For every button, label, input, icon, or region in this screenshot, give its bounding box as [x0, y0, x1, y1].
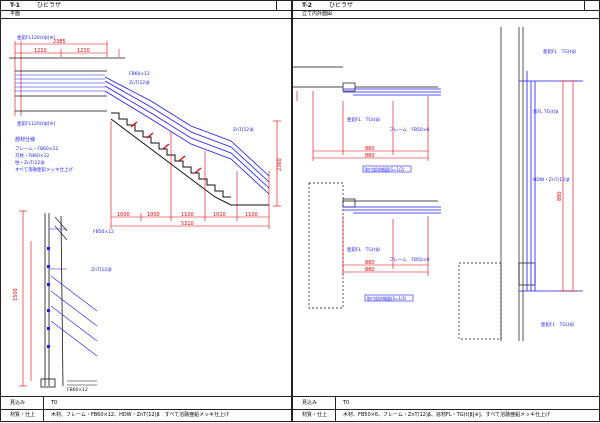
- lower-elevation-frame: [40, 213, 64, 388]
- bottom-dimension-chain: [110, 121, 270, 229]
- elevation-bolts: [47, 247, 50, 348]
- sheet-code: T-2: [302, 2, 312, 9]
- footer-label-1: 見込み: [10, 400, 26, 406]
- right-vertical-dims: [559, 80, 577, 292]
- lower-section-frame: [343, 206, 441, 214]
- right-wall-section: [458, 27, 536, 341]
- footer-value-1: T0: [343, 400, 350, 406]
- dim-bottom-2: 1000: [147, 212, 160, 218]
- note-bottom-1: 亜鉛FL120(t)β[※]: [17, 120, 55, 127]
- elev-note-3: FB60×12: [67, 387, 88, 393]
- stair-stringer: [110, 112, 269, 206]
- parts-4: すべて溶融亜鉛メッキ仕上げ: [15, 166, 74, 173]
- callout-right-top: 亜鉛FL TG(t)β: [543, 48, 576, 55]
- note-top-1: 亜鉛FL120(t)β[※]: [17, 34, 55, 41]
- dim-section-b: 880: [365, 260, 375, 266]
- right-header: T-2 ひビラザ: [293, 1, 599, 11]
- left-header: T-1 ひビラザ: [1, 1, 291, 11]
- callout-b-upper: フレーム FB50×6: [389, 127, 430, 133]
- left-sheet-panel: T-1 ひビラザ 平面 2385 1210 1210: [0, 0, 292, 422]
- parts-1: フレーム・FB60×12: [15, 146, 58, 152]
- dim-bottom-total: 5310: [181, 221, 194, 227]
- callout-a-upper: 亜鉛FL TG(t)β: [347, 116, 380, 123]
- window-section-drawing: 880 880 取付部詳細図(S=1/2) 880: [293, 27, 583, 341]
- top-dimension-chain: [14, 41, 120, 116]
- dim-bottom-1: 1000: [117, 212, 130, 218]
- elev-note-1: FB50×12: [93, 229, 114, 235]
- upper-section-dims: [296, 91, 429, 161]
- left-subheader: 平面: [1, 10, 291, 19]
- stamp-box-1: [362, 165, 412, 173]
- dim-right-v: 2360: [277, 158, 283, 171]
- right-footer: 見込み T0 材質・仕上 木材、FB50×6、フレーム・ZnT(12)β、窓材F…: [293, 396, 599, 421]
- parts-head: 部材仕様: [15, 136, 35, 143]
- sheet-code: T-1: [10, 2, 20, 9]
- footer-value-2: 木材、フレーム・FB60×12、HDW・ZnT(12)β すべて溶融亜鉛メッキ仕…: [51, 412, 230, 418]
- dim-section-b2: 880: [365, 267, 375, 273]
- sheet-title: ひビラザ: [37, 2, 62, 9]
- callout-right-bottom: 亜鉛FL TG(t)β: [541, 321, 574, 328]
- right-vertical-dim: [273, 120, 281, 207]
- note-rail-2: ZnT(12)β: [129, 80, 150, 86]
- dim-bottom-5: 1100: [245, 212, 258, 218]
- right-subheader: 立て内外面図: [293, 10, 599, 19]
- note-rail-1: FB60×12: [129, 71, 150, 77]
- callout-right-hdw: HDW・ZnT(12)β: [533, 177, 570, 183]
- callout-b-lower: フレーム FB50×6: [389, 257, 430, 263]
- footer-label-2: 材質・仕上: [302, 412, 328, 418]
- sheet-title: ひビラザ: [329, 2, 354, 9]
- stamp-box-2: [364, 294, 414, 302]
- dim-top-total: 2385: [53, 39, 66, 45]
- dim-bottom-3: 1100: [181, 212, 194, 218]
- lower-section-dims: [342, 216, 429, 276]
- footer-label-2: 材質・仕上: [10, 412, 36, 418]
- upper-section-wall: [293, 66, 438, 92]
- dim-bottom-4: 1010: [213, 212, 226, 218]
- lower-section-wall: [308, 182, 438, 309]
- handrail-lines: [104, 76, 270, 195]
- right-sheet-panel: T-2 ひビラザ 立て内外面図: [292, 0, 600, 422]
- stair-hatch: [130, 121, 202, 174]
- ground-hatch: [54, 216, 97, 386]
- dim-section-a: 880: [365, 146, 375, 152]
- callout-right-mid: 窓FL TG(t)β: [533, 108, 559, 115]
- footer-value-2: 木材、FB50×6、フレーム・ZnT(12)β、窓材FL・TG(t)β[※]、す…: [343, 412, 551, 418]
- dim-right-window: 880: [557, 191, 563, 201]
- dim-section-a2: 880: [365, 153, 375, 159]
- stamp-2: 取付部詳細図(S=1/2): [367, 295, 407, 301]
- view-label: 立て内外面図: [302, 11, 333, 17]
- elev-note-2: ZnT(12)β: [91, 267, 112, 273]
- footer-value-1: T0: [51, 400, 58, 406]
- callout-a-lower: 亜鉛FL TG(t)β: [347, 246, 380, 253]
- footer-label-1: 見込み: [302, 400, 318, 406]
- stair-drawing: 2385 1210 1210: [9, 34, 283, 393]
- elevation-rails: [49, 228, 98, 357]
- left-footer: 見込み T0 材質・仕上 木材、フレーム・FB60×12、HDW・ZnT(12)…: [1, 396, 291, 421]
- stamp-1: 取付部詳細図(S=1/2): [365, 166, 405, 172]
- parts-2: 方杖・FB60×12: [15, 152, 50, 159]
- note-post: ZnT(12)β: [233, 127, 254, 133]
- dim-top-a: 1210: [34, 48, 47, 54]
- upper-section-frame: [343, 88, 441, 96]
- dim-elev-v: 1500: [13, 288, 19, 301]
- parts-3: 柱・ZnT(12)β: [15, 159, 45, 166]
- landing-lines: [9, 57, 125, 112]
- dim-top-b: 1210: [77, 48, 90, 54]
- view-label: 平面: [10, 11, 21, 17]
- landing-rails: [15, 74, 105, 92]
- elevation-dims: [19, 210, 32, 387]
